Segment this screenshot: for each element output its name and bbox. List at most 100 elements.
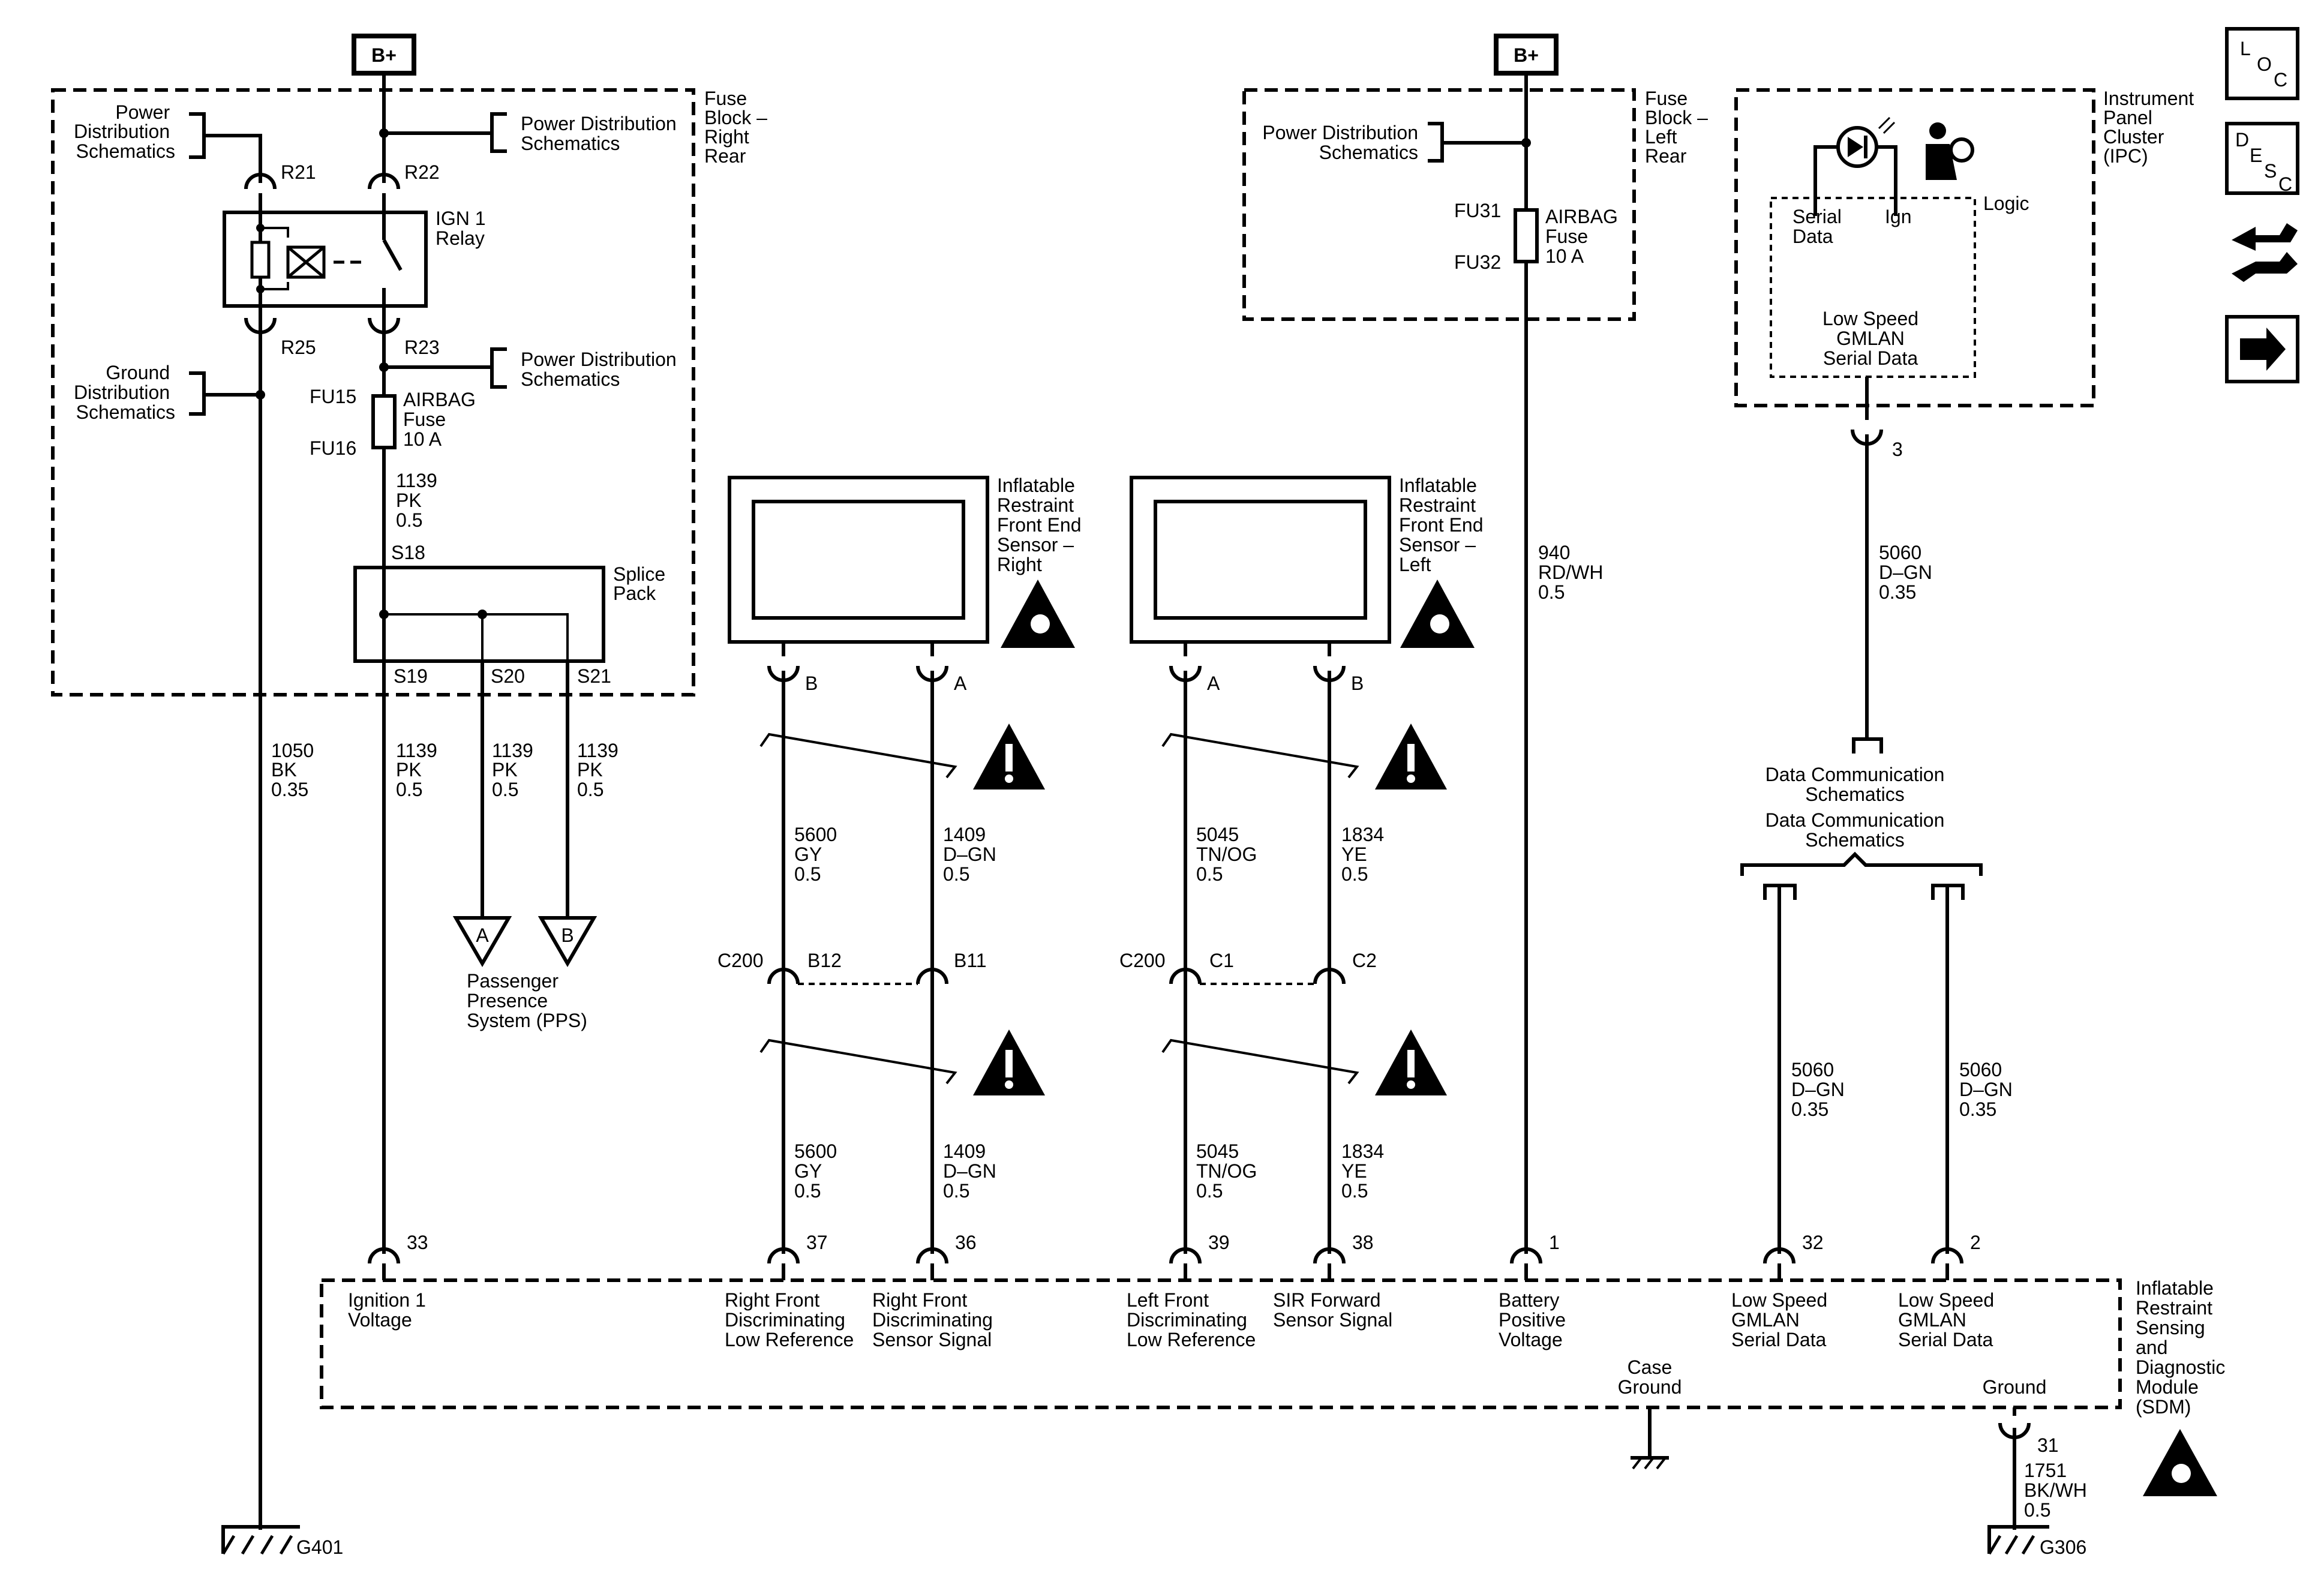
svg-text:B11: B11 [954,950,987,971]
svg-text:S20: S20 [491,665,525,687]
pps-connector-b: B [538,916,597,967]
svg-text:C200: C200 [717,950,764,971]
fuse-block-right-title: Fuse Block – Right Rear [704,88,773,167]
svg-text:B+: B+ [1514,44,1539,66]
svg-text:R23: R23 [404,337,440,358]
svg-text:R25: R25 [281,337,316,358]
svg-text:37: 37 [806,1232,828,1253]
sdm-ground: Ground [1983,1376,2047,1398]
svg-text:R21: R21 [281,161,316,183]
svg-text:B: B [805,673,818,694]
svg-text:36: 36 [955,1232,977,1253]
warning-icon [973,724,1045,789]
svg-text:E: E [2250,145,2262,166]
warning-icon [1375,1029,1447,1095]
warning-lamp-icon [1836,116,1896,168]
svg-text:S21: S21 [577,665,611,687]
svg-text:S18: S18 [391,542,425,563]
data-comm-bracket [1740,851,1983,876]
svg-text:3: 3 [1892,439,1903,460]
airbag-sensor-icon [1400,580,1475,648]
case-ground-icon [1631,1407,1669,1470]
next-arrow-button[interactable] [2225,315,2299,383]
svg-text:B12: B12 [807,950,842,971]
svg-text:38: 38 [1352,1232,1374,1253]
svg-text:32: 32 [1802,1232,1824,1253]
svg-text:A: A [954,673,967,694]
svg-text:A: A [476,924,489,946]
svg-text:A: A [1207,673,1220,694]
svg-text:39: 39 [1208,1232,1230,1253]
loc-button[interactable]: L O C [2225,27,2299,100]
svg-text:1: 1 [1549,1232,1560,1253]
svg-text:L: L [2240,38,2251,59]
svg-text:FU15: FU15 [310,386,356,407]
airbag-sensor-icon [1001,580,1075,648]
svg-text:33: 33 [407,1232,428,1253]
svg-text:C: C [2278,173,2292,195]
svg-text:FU32: FU32 [1454,251,1501,273]
connector-c200-right: C200 B12 B11 [717,950,987,985]
svg-text:Logic: Logic [1983,193,2029,214]
svg-text:B: B [1351,673,1364,694]
bplus-box-right: B+ [352,34,416,76]
svg-text:Power Distribution: Power Distribution Schematics [74,101,175,162]
svg-text:C: C [2274,69,2287,91]
desc-button[interactable]: D E S C [2225,122,2299,195]
pps-label: Passenger Presence System (PPS) [467,970,587,1031]
ground-g401-icon: G401 [221,1525,343,1558]
svg-text:31: 31 [2037,1434,2059,1456]
ground-distribution-ref: Ground Distribution Schematics [74,362,265,423]
svg-text:O: O [2257,53,2272,75]
warning-icon [973,1029,1045,1095]
svg-text:Ign: Ign [1885,206,1911,227]
airbag-sensor-icon [2143,1429,2217,1496]
svg-text:FU31: FU31 [1454,200,1501,221]
airbag-occupant-icon [1926,122,1974,180]
svg-text:Ground Distribution: Ground Distribution Schematics [74,362,175,423]
svg-text:B: B [561,924,574,946]
connector-wrench-icon[interactable] [2232,223,2298,282]
svg-text:C200: C200 [1119,950,1166,971]
